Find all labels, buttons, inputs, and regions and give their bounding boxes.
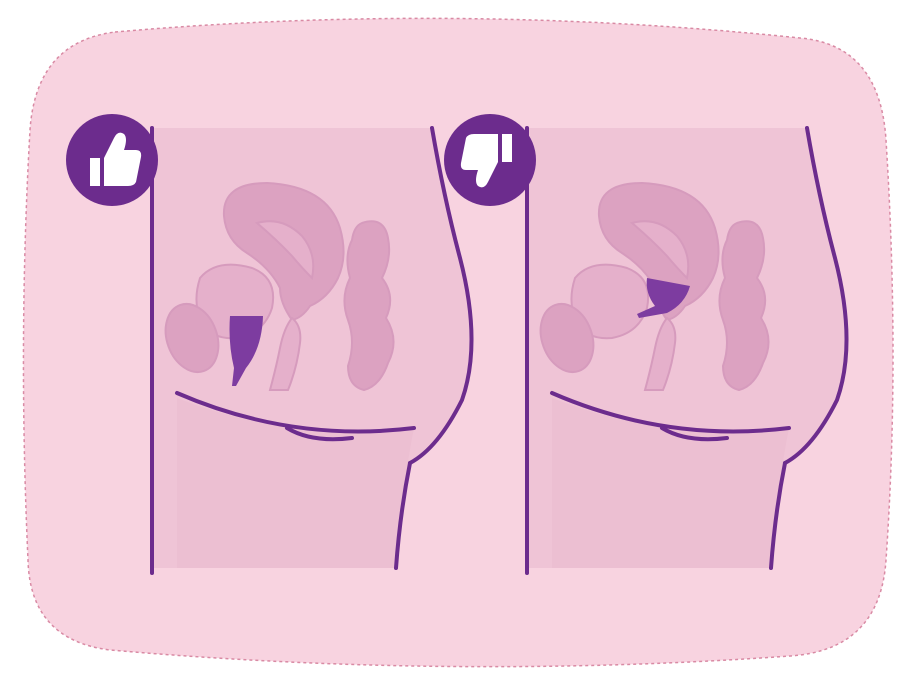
thumbs-down-icon (444, 114, 536, 206)
thumbs-up-icon (66, 114, 158, 206)
